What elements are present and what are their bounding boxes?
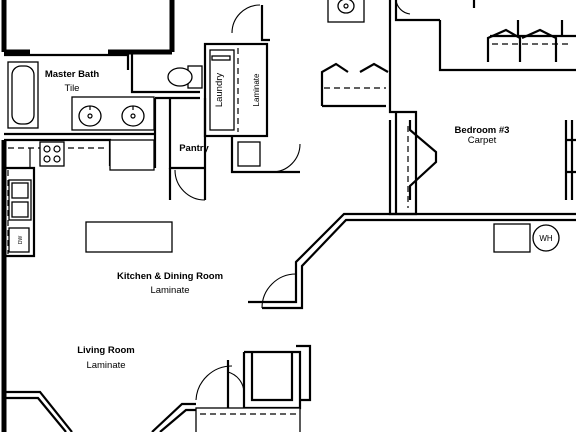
exterior-walls: [1, 0, 175, 432]
dishwasher-label: DW: [18, 236, 24, 245]
bay-window: [4, 390, 196, 432]
laundry: [203, 42, 269, 138]
pantry: [168, 98, 301, 201]
corridor-walls: [248, 212, 576, 310]
bedroom-3-floor: Carpet: [468, 135, 497, 146]
kitchen-counters: [4, 138, 173, 258]
bedroom-3: [320, 0, 576, 216]
master-bath-label: Master Bath: [45, 69, 100, 80]
laundry-label: Laundry: [214, 73, 225, 108]
bedroom-3-label: Bedroom #3: [455, 125, 510, 136]
water-heater-label: WH: [539, 234, 553, 243]
kitchen-dining-label: Kitchen & Dining Room: [117, 271, 223, 282]
laundry-floor: Laminate: [252, 73, 261, 106]
master-bath-floor: Tile: [65, 83, 80, 94]
kitchen-dining-floor: Laminate: [150, 285, 189, 296]
living-room-label: Living Room: [77, 345, 135, 356]
pantry-label: Pantry: [179, 143, 209, 154]
top-sink-fixture: [327, 0, 365, 23]
entry-area: [195, 344, 312, 432]
living-room-floor: Laminate: [86, 360, 125, 371]
master-bath: [4, 52, 203, 168]
